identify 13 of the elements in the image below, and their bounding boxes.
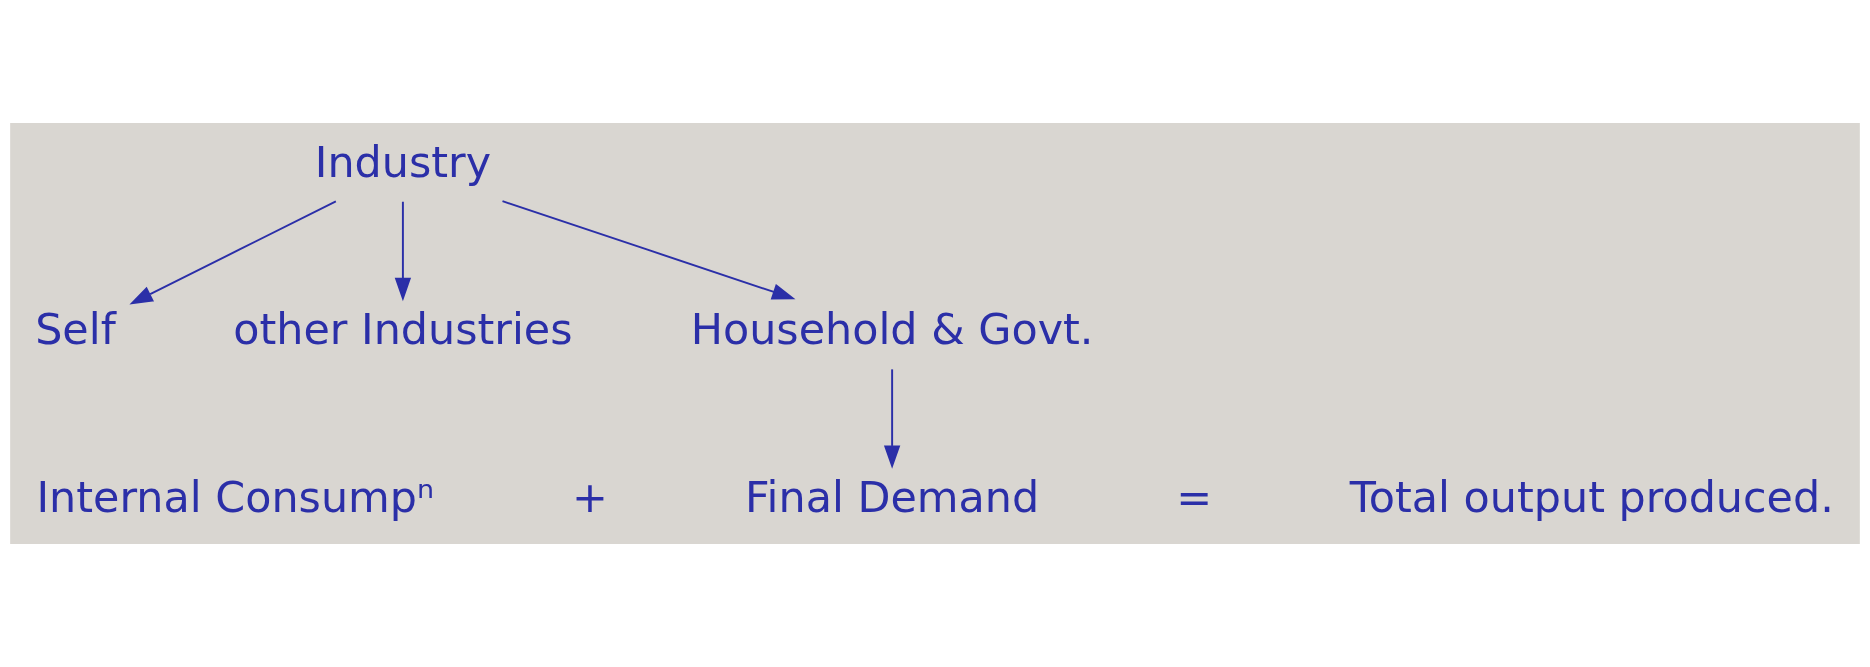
label: + (572, 472, 608, 523)
arrow (501, 200, 796, 300)
node-text: Self (35, 304, 116, 355)
node-text: Internal Consumpⁿ (36, 472, 435, 523)
node-text: Final Demand (745, 472, 1040, 523)
node-text: Industry (314, 136, 492, 187)
arrow (883, 368, 901, 469)
arrow (394, 200, 412, 302)
node-text: Household & Govt. (690, 304, 1094, 355)
node-text: Total output produced. (1349, 472, 1834, 523)
arrow (129, 200, 337, 305)
node-text: other Industries (233, 304, 573, 355)
label: = (1176, 472, 1213, 523)
